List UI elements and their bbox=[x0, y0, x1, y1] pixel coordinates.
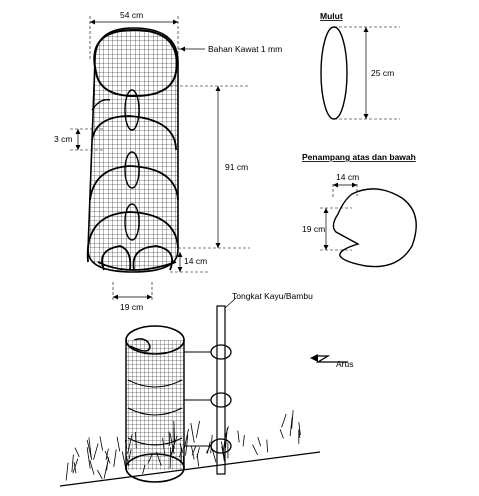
width-54-label: 54 cm bbox=[120, 10, 143, 20]
plant-stroke bbox=[192, 447, 195, 460]
plant-stroke bbox=[114, 449, 116, 467]
stake-label: Tongkat Kayu/Bambu bbox=[232, 291, 313, 301]
width-19-label: 19 cm bbox=[120, 302, 143, 312]
section-19-label: 19 cm bbox=[302, 224, 325, 234]
current-label: Arus bbox=[336, 359, 353, 369]
plant-stroke bbox=[100, 436, 103, 450]
cross-section-detail bbox=[320, 183, 416, 267]
section-title: Penampang atas dan bawah bbox=[302, 152, 416, 162]
plant-stroke bbox=[75, 448, 79, 457]
plant-stroke bbox=[94, 444, 99, 460]
plant-stroke bbox=[258, 437, 261, 446]
plant-stroke bbox=[107, 462, 108, 470]
plant-stroke bbox=[197, 454, 198, 467]
plant-stroke bbox=[226, 428, 228, 449]
plant-stroke bbox=[238, 431, 239, 443]
plant-stroke bbox=[66, 463, 68, 481]
plant-stroke bbox=[104, 457, 109, 478]
plant-stroke bbox=[170, 447, 171, 469]
mouth-title: Mulut bbox=[320, 11, 343, 21]
mouth-height-label: 25 cm bbox=[371, 68, 394, 78]
height-91-label: 91 cm bbox=[225, 162, 248, 172]
trap-front-view bbox=[86, 26, 182, 276]
plant-stroke bbox=[191, 423, 195, 443]
gap-14-label: 14 cm bbox=[184, 256, 207, 266]
section-14-label: 14 cm bbox=[336, 172, 359, 182]
plant-stroke bbox=[267, 440, 268, 453]
plant-stroke bbox=[90, 460, 94, 474]
plant-stroke bbox=[280, 429, 283, 438]
plant-stroke bbox=[72, 455, 74, 473]
spacing-3-label: 3 cm bbox=[54, 134, 72, 144]
plant-stroke bbox=[282, 414, 287, 427]
plant-stroke bbox=[196, 421, 199, 438]
plant-stroke bbox=[243, 435, 244, 446]
wire-material-label: Bahan Kawat 1 mm bbox=[208, 44, 282, 54]
plant-stroke bbox=[253, 445, 258, 455]
plant-stroke bbox=[97, 470, 102, 479]
installed-trap bbox=[60, 298, 348, 486]
plant-stroke bbox=[117, 437, 120, 452]
